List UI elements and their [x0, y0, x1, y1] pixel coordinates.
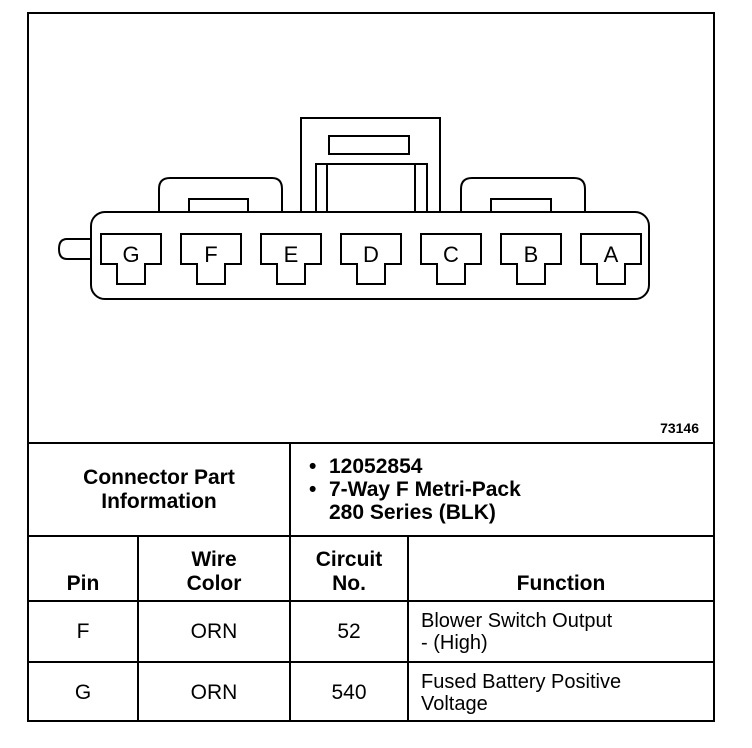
row-pin: F: [29, 600, 139, 663]
terminal-label-c: C: [443, 242, 459, 267]
terminal-label-a: A: [604, 242, 619, 267]
terminal-label-f: F: [204, 242, 217, 267]
header-circuit-no: Circuit No.: [289, 535, 409, 602]
table-header-row: Pin Wire Color Circuit No. Function: [29, 535, 713, 602]
figure-id: 73146: [660, 420, 699, 436]
row-function: Fused Battery Positive Voltage: [407, 661, 713, 722]
connector-type-line1: 7-Way F Metri-Pack: [329, 478, 521, 501]
header-function: Function: [407, 535, 713, 602]
part-info-title: Connector Part Information: [29, 442, 291, 537]
table-row: G ORN 540 Fused Battery Positive Voltage: [29, 661, 713, 722]
row-function-line1: Blower Switch Output: [421, 609, 613, 632]
row-pin: G: [29, 661, 139, 722]
row-wire-color: ORN: [137, 661, 291, 722]
header-pin: Pin: [29, 535, 139, 602]
row-function-line2: Voltage: [421, 692, 488, 715]
terminal-cavity-g: [100, 233, 162, 285]
terminal-label-e: E: [284, 242, 299, 267]
terminal-cavity-b: [500, 233, 562, 285]
row-function-line2: - (High): [421, 631, 488, 654]
part-info-row: Connector Part Information 12052854 7-Wa…: [29, 442, 713, 537]
row-function-line1: Fused Battery Positive: [421, 670, 622, 693]
header-wire-color: Wire Color: [137, 535, 291, 602]
row-circuit: 52: [289, 600, 409, 663]
part-number: 12052854: [309, 455, 713, 478]
header-wire-line1: Wire: [191, 548, 237, 571]
header-wire-line2: Color: [186, 572, 242, 595]
row-function: Blower Switch Output - (High): [407, 600, 713, 663]
terminal-cavity-c: [420, 233, 482, 285]
terminal-label-g: G: [122, 242, 139, 267]
terminal-label-b: B: [524, 242, 539, 267]
table-row: F ORN 52 Blower Switch Output - (High): [29, 600, 713, 663]
connector-info-table: Connector Part Information 12052854 7-Wa…: [29, 442, 713, 722]
row-wire-color: ORN: [137, 600, 291, 663]
header-circuit-line1: Circuit: [315, 548, 383, 571]
terminal-label-d: D: [363, 242, 379, 267]
terminal-cavity-e: [260, 233, 322, 285]
header-circuit-line2: No.: [332, 572, 366, 595]
part-info-title-line2: Information: [101, 489, 217, 513]
terminal-cavity-d: [340, 233, 402, 285]
terminal-cavity-a: [580, 233, 642, 285]
row-circuit: 540: [289, 661, 409, 722]
connector-type-line2: 280 Series (BLK): [329, 501, 496, 524]
part-info-title-line1: Connector Part: [83, 465, 235, 489]
terminal-cavity-f: [180, 233, 242, 285]
